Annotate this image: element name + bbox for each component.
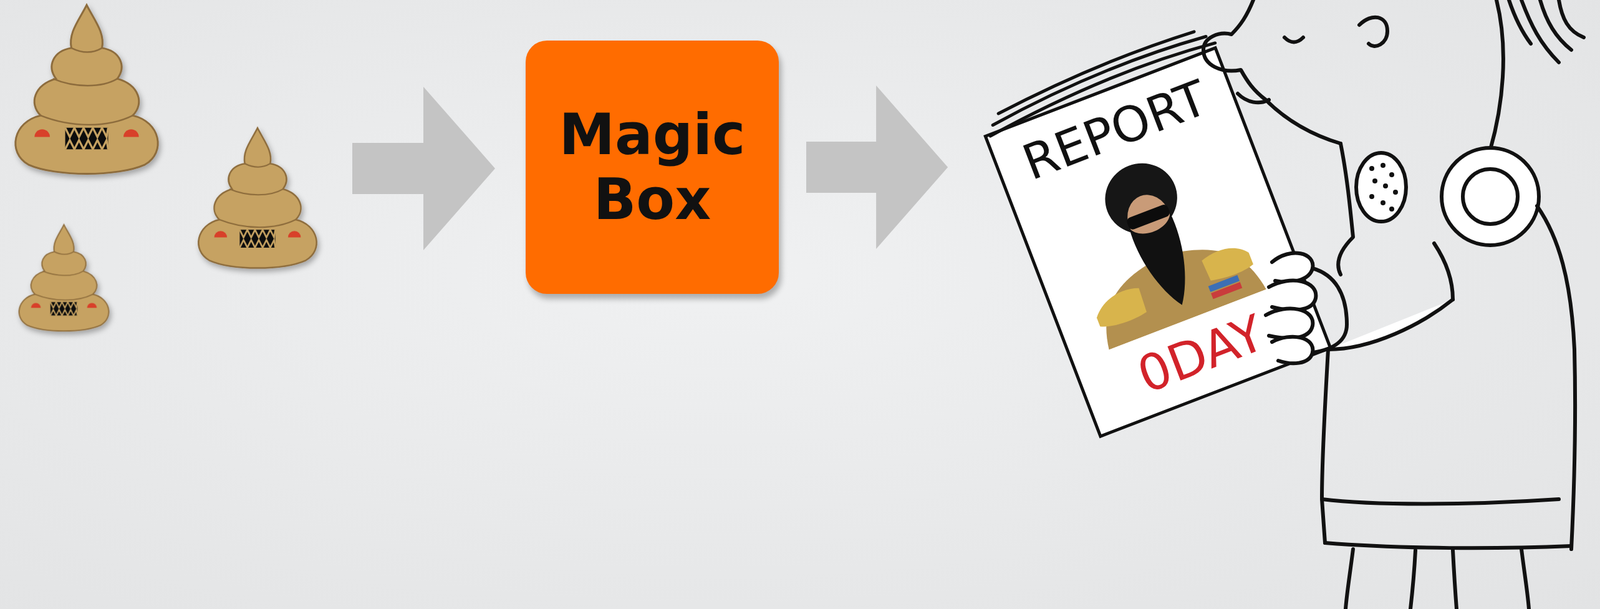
flow-arrow <box>352 86 496 251</box>
flow-arrow <box>806 85 948 249</box>
process-box: Magic Box <box>525 40 779 294</box>
magazine-cover: REPORT0DAY <box>983 46 1333 439</box>
box-label: Magic Box <box>538 102 767 232</box>
poop-monster <box>15 4 317 332</box>
